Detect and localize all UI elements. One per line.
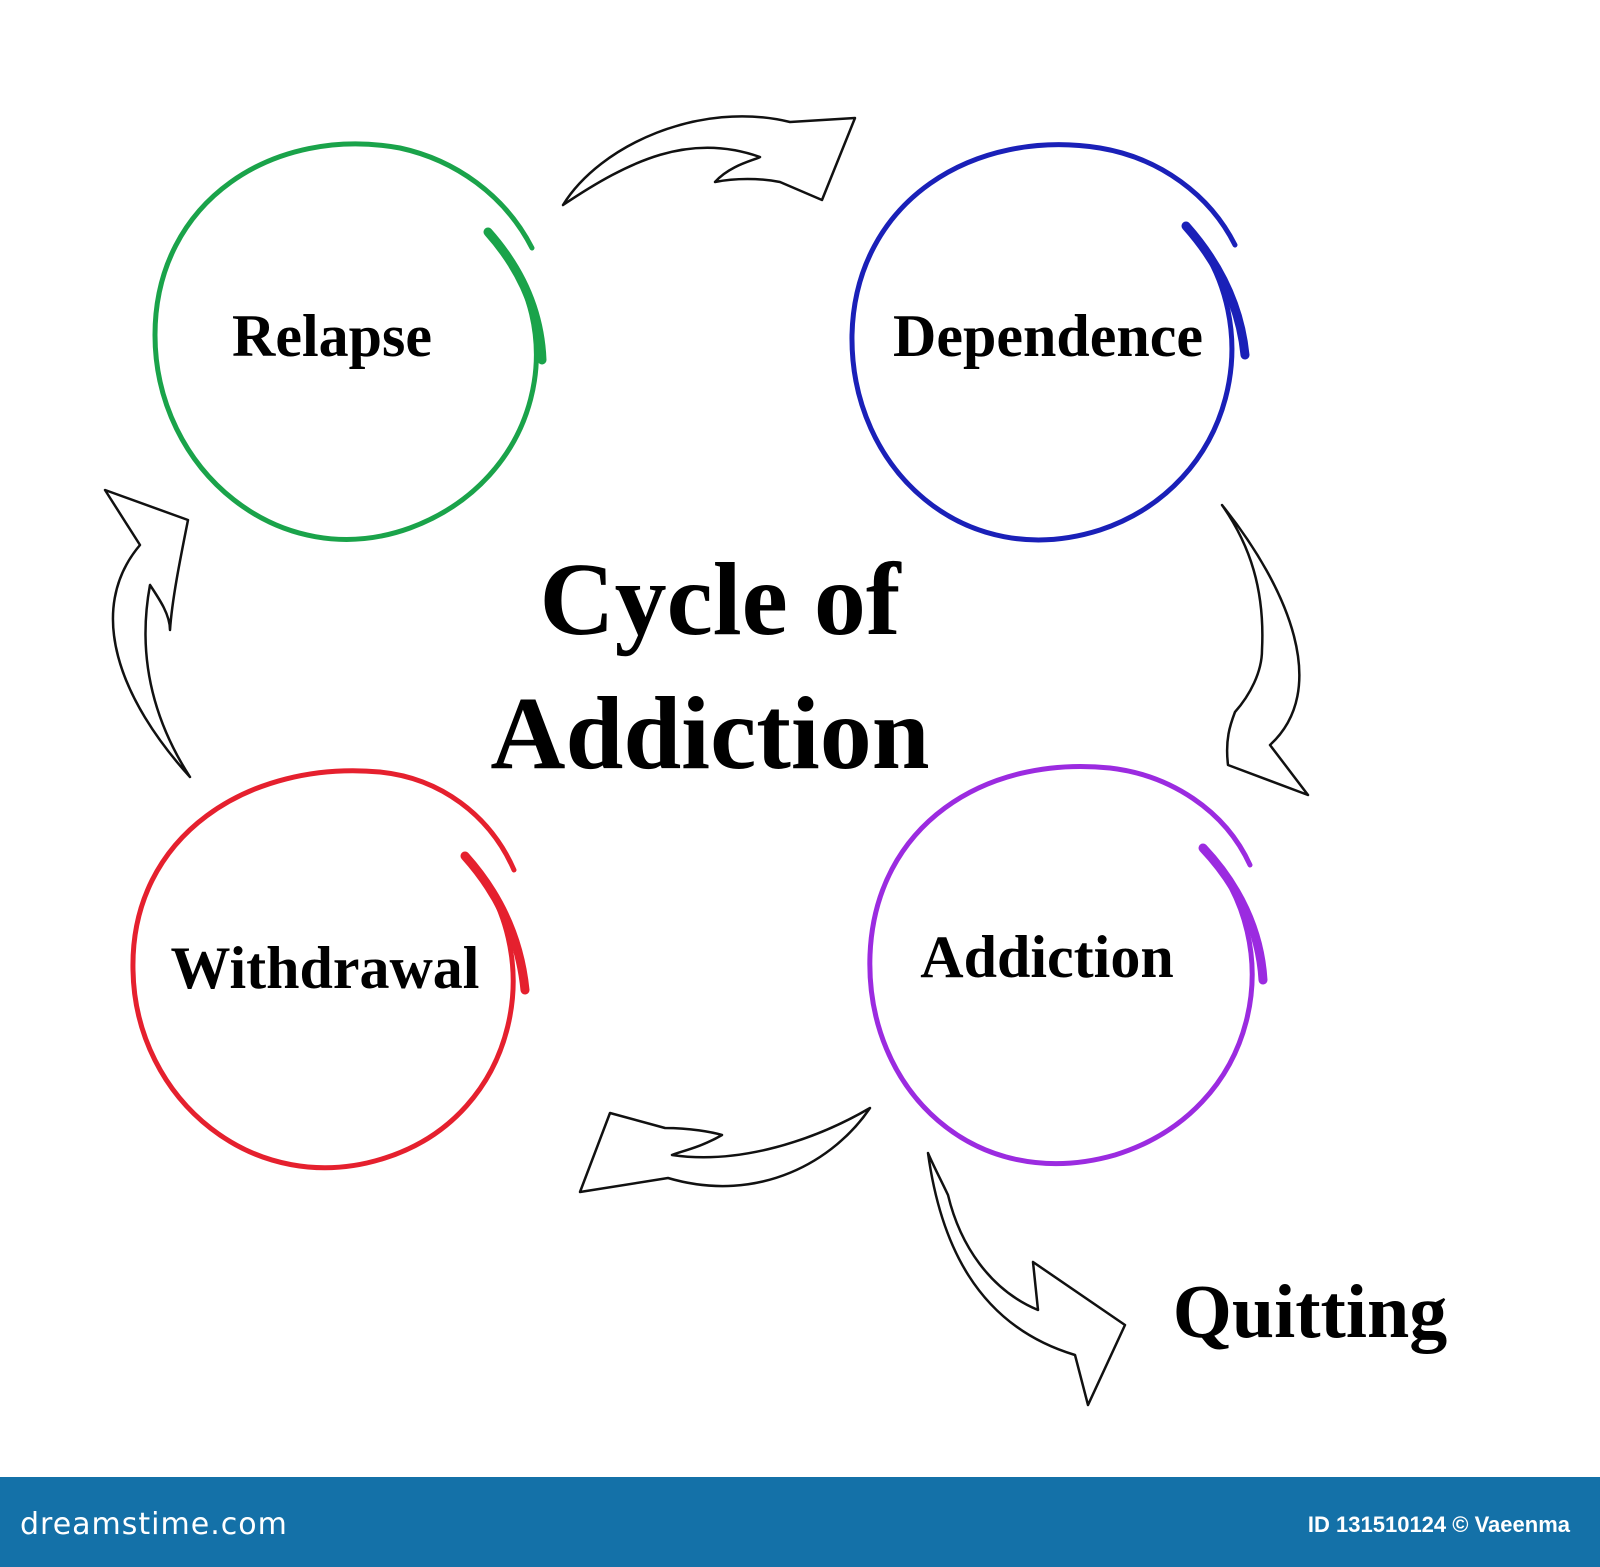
exit-label-quitting: Quitting: [1172, 1270, 1448, 1354]
arrow-dependence-to-addiction: [1220, 503, 1310, 797]
node-label-addiction: Addiction: [920, 924, 1174, 990]
arrow-relapse-to-dependence: [561, 115, 857, 207]
withdrawal-circle: [130, 768, 530, 1171]
footer-brand[interactable]: dreamstime.com: [20, 1507, 288, 1542]
arrow-withdrawal-to-relapse: [103, 488, 192, 779]
diagram-title-line-2: Addiction: [490, 676, 930, 791]
node-label-dependence: Dependence: [893, 303, 1203, 369]
dependence-circle: [849, 142, 1250, 543]
diagram-title-line-1: Cycle of: [539, 542, 901, 657]
footer-credit: ID 131510124 © Vaeenma: [1307, 1512, 1570, 1537]
arrow-addiction-to-quitting: [926, 1151, 1127, 1407]
relapse-circle: [152, 141, 547, 542]
node-label-relapse: Relapse: [232, 303, 432, 369]
addiction-circle: [867, 764, 1268, 1167]
node-label-withdrawal: Withdrawal: [170, 935, 480, 1001]
footer-bar: [0, 1477, 1600, 1567]
arrow-addiction-to-withdrawal: [578, 1106, 872, 1194]
